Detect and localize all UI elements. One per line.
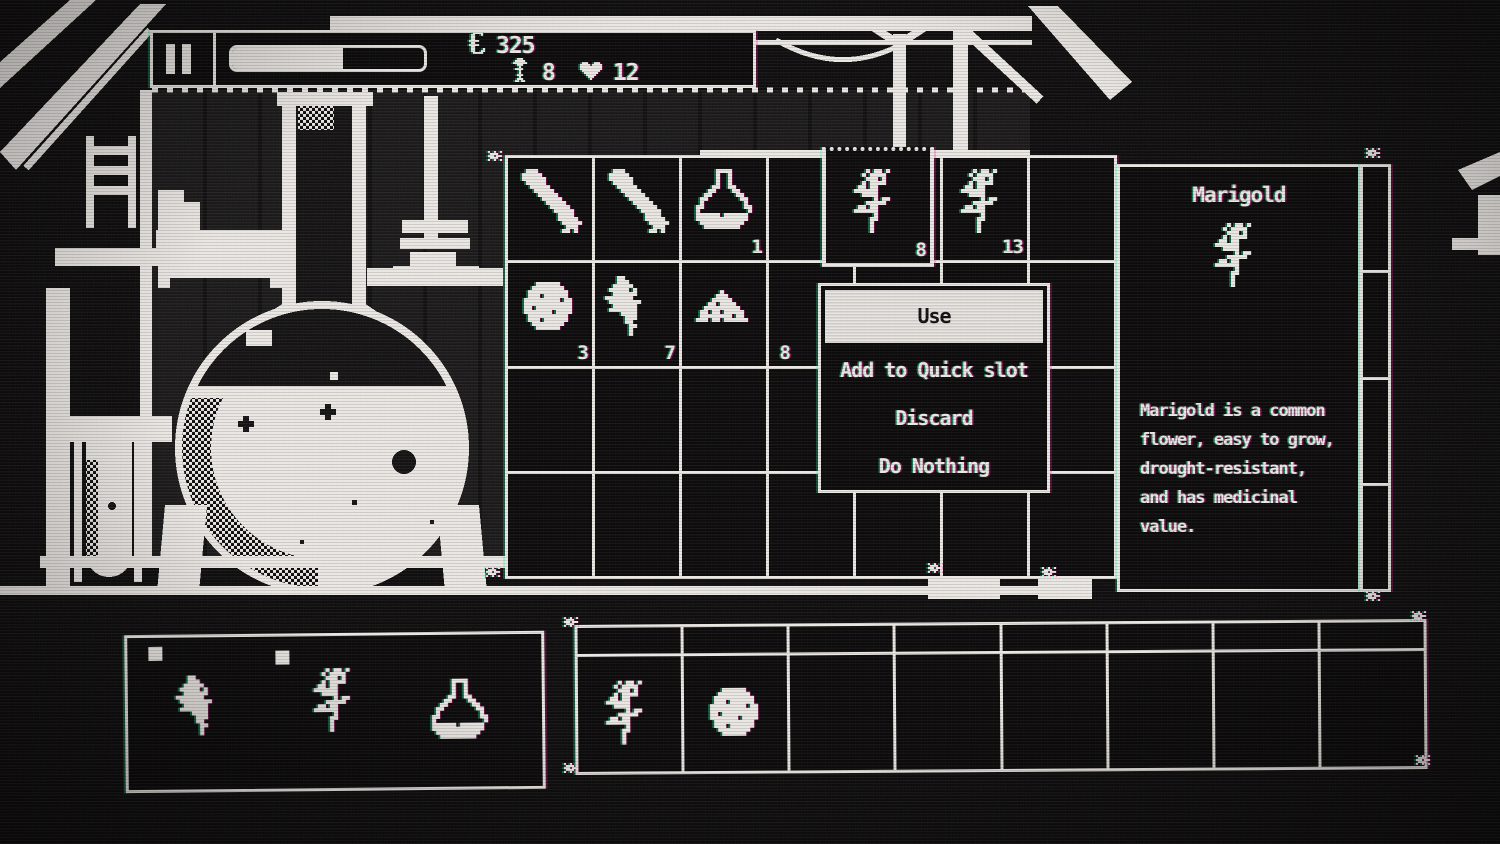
strip-cell (1363, 167, 1388, 274)
item-description: Marigold is a common flower, easy to gro… (1140, 401, 1335, 537)
menu-item-discard[interactable]: Discard (895, 406, 973, 431)
progress-bar (229, 45, 427, 72)
powder-icon (696, 290, 752, 326)
inventory-slot[interactable] (595, 158, 679, 261)
cookie-icon (709, 687, 762, 739)
strip-cell (1363, 380, 1388, 486)
selected-slot-count: 8 (915, 239, 927, 261)
inventory-slot[interactable]: 7 (595, 263, 679, 366)
marker-square (275, 650, 290, 665)
inventory-slot[interactable] (1030, 158, 1114, 261)
inventory-slot[interactable]: 3 (508, 263, 592, 366)
quick-slot[interactable] (1214, 651, 1319, 768)
corner-flower-icon (1042, 562, 1056, 581)
marigold-icon (850, 168, 906, 237)
slot-count: 8 (779, 341, 791, 364)
menu-item-add-to-quick-slot[interactable]: Add to Quick slot (840, 358, 1029, 383)
inventory-slot[interactable] (508, 158, 592, 261)
marigold-icon (601, 680, 657, 748)
bone-icon (605, 168, 669, 237)
corner-flower-icon (1366, 586, 1380, 605)
currency-icon (469, 32, 487, 60)
pause-button[interactable] (166, 44, 200, 74)
health-value: 12 (612, 60, 640, 86)
corner-flower-icon (488, 146, 502, 165)
growth-value: 8 (542, 60, 556, 86)
corner-flower-icon (564, 758, 578, 777)
herb-icon (605, 276, 669, 340)
herb-icon (175, 675, 241, 740)
inventory-slot[interactable] (595, 473, 679, 576)
currency-value: 325 (496, 33, 536, 59)
corner-flower-icon (486, 562, 500, 581)
recipe-panel (124, 630, 546, 794)
quick-slot[interactable] (1002, 653, 1107, 769)
quick-slot-header (895, 625, 1000, 652)
corner-flower-icon (1366, 143, 1380, 162)
marigold-icon (957, 168, 1013, 237)
hud-divider (213, 33, 216, 85)
inventory-slot[interactable] (508, 473, 592, 576)
quick-slot-header (1320, 622, 1424, 649)
item-detail-panel: Marigold Marigold is a common flower, ea… (1117, 164, 1361, 592)
strip-cell (1363, 486, 1388, 589)
slot-count: 13 (1002, 236, 1024, 259)
progress-fill (232, 48, 344, 69)
detail-side-strip (1360, 164, 1391, 592)
slot-count: 1 (751, 236, 763, 259)
marigold-icon (310, 667, 367, 737)
item-title: Marigold (1192, 183, 1286, 207)
bone-icon (518, 168, 582, 237)
item-detail-icon-wrap (1120, 223, 1358, 291)
strip-cell (1363, 273, 1388, 380)
inventory-slot[interactable] (508, 368, 592, 471)
flask-icon (692, 168, 756, 237)
quick-slot-header (1214, 622, 1318, 650)
marigold-icon (1211, 223, 1267, 291)
inventory-slot[interactable] (682, 473, 766, 576)
quick-slot[interactable] (896, 654, 1001, 770)
inventory-slot[interactable]: 1 (682, 158, 766, 261)
quick-slot[interactable] (683, 655, 788, 772)
inventory-slot[interactable]: 13 (943, 158, 1027, 261)
inventory-slot[interactable] (595, 368, 679, 471)
menu-item-use[interactable]: Use (825, 290, 1043, 343)
heart-icon (579, 60, 602, 86)
inventory-slot[interactable]: 8 (682, 263, 791, 366)
quick-slot-header (1108, 623, 1212, 651)
quick-slot[interactable] (1320, 651, 1425, 767)
corner-flower-icon (564, 612, 578, 631)
marker-square (148, 646, 163, 661)
quick-slot-header (789, 625, 894, 653)
corner-flower-icon (928, 558, 942, 577)
slot-count: 3 (577, 341, 589, 364)
quick-slot-header (1001, 624, 1106, 651)
quick-slot-header (577, 627, 681, 654)
menu-item-do-nothing[interactable]: Do Nothing (878, 454, 990, 479)
quick-slot-header (683, 626, 787, 654)
flask-icon (428, 678, 493, 747)
hud-bar: 325 8 12 (150, 30, 756, 88)
quick-slot[interactable] (789, 654, 894, 771)
cookie-icon (524, 282, 576, 334)
quick-slot[interactable] (1108, 652, 1213, 769)
quick-slot[interactable] (577, 656, 682, 772)
quick-slot-bar (574, 619, 1428, 775)
corner-flower-icon (1412, 606, 1426, 625)
inventory-slot[interactable] (682, 368, 766, 471)
quick-slot-grid (577, 622, 1425, 772)
selected-slot[interactable]: 8 (822, 147, 934, 267)
corner-flower-icon (1416, 750, 1430, 769)
sprout-icon (511, 58, 531, 88)
slot-count: 7 (664, 341, 676, 364)
